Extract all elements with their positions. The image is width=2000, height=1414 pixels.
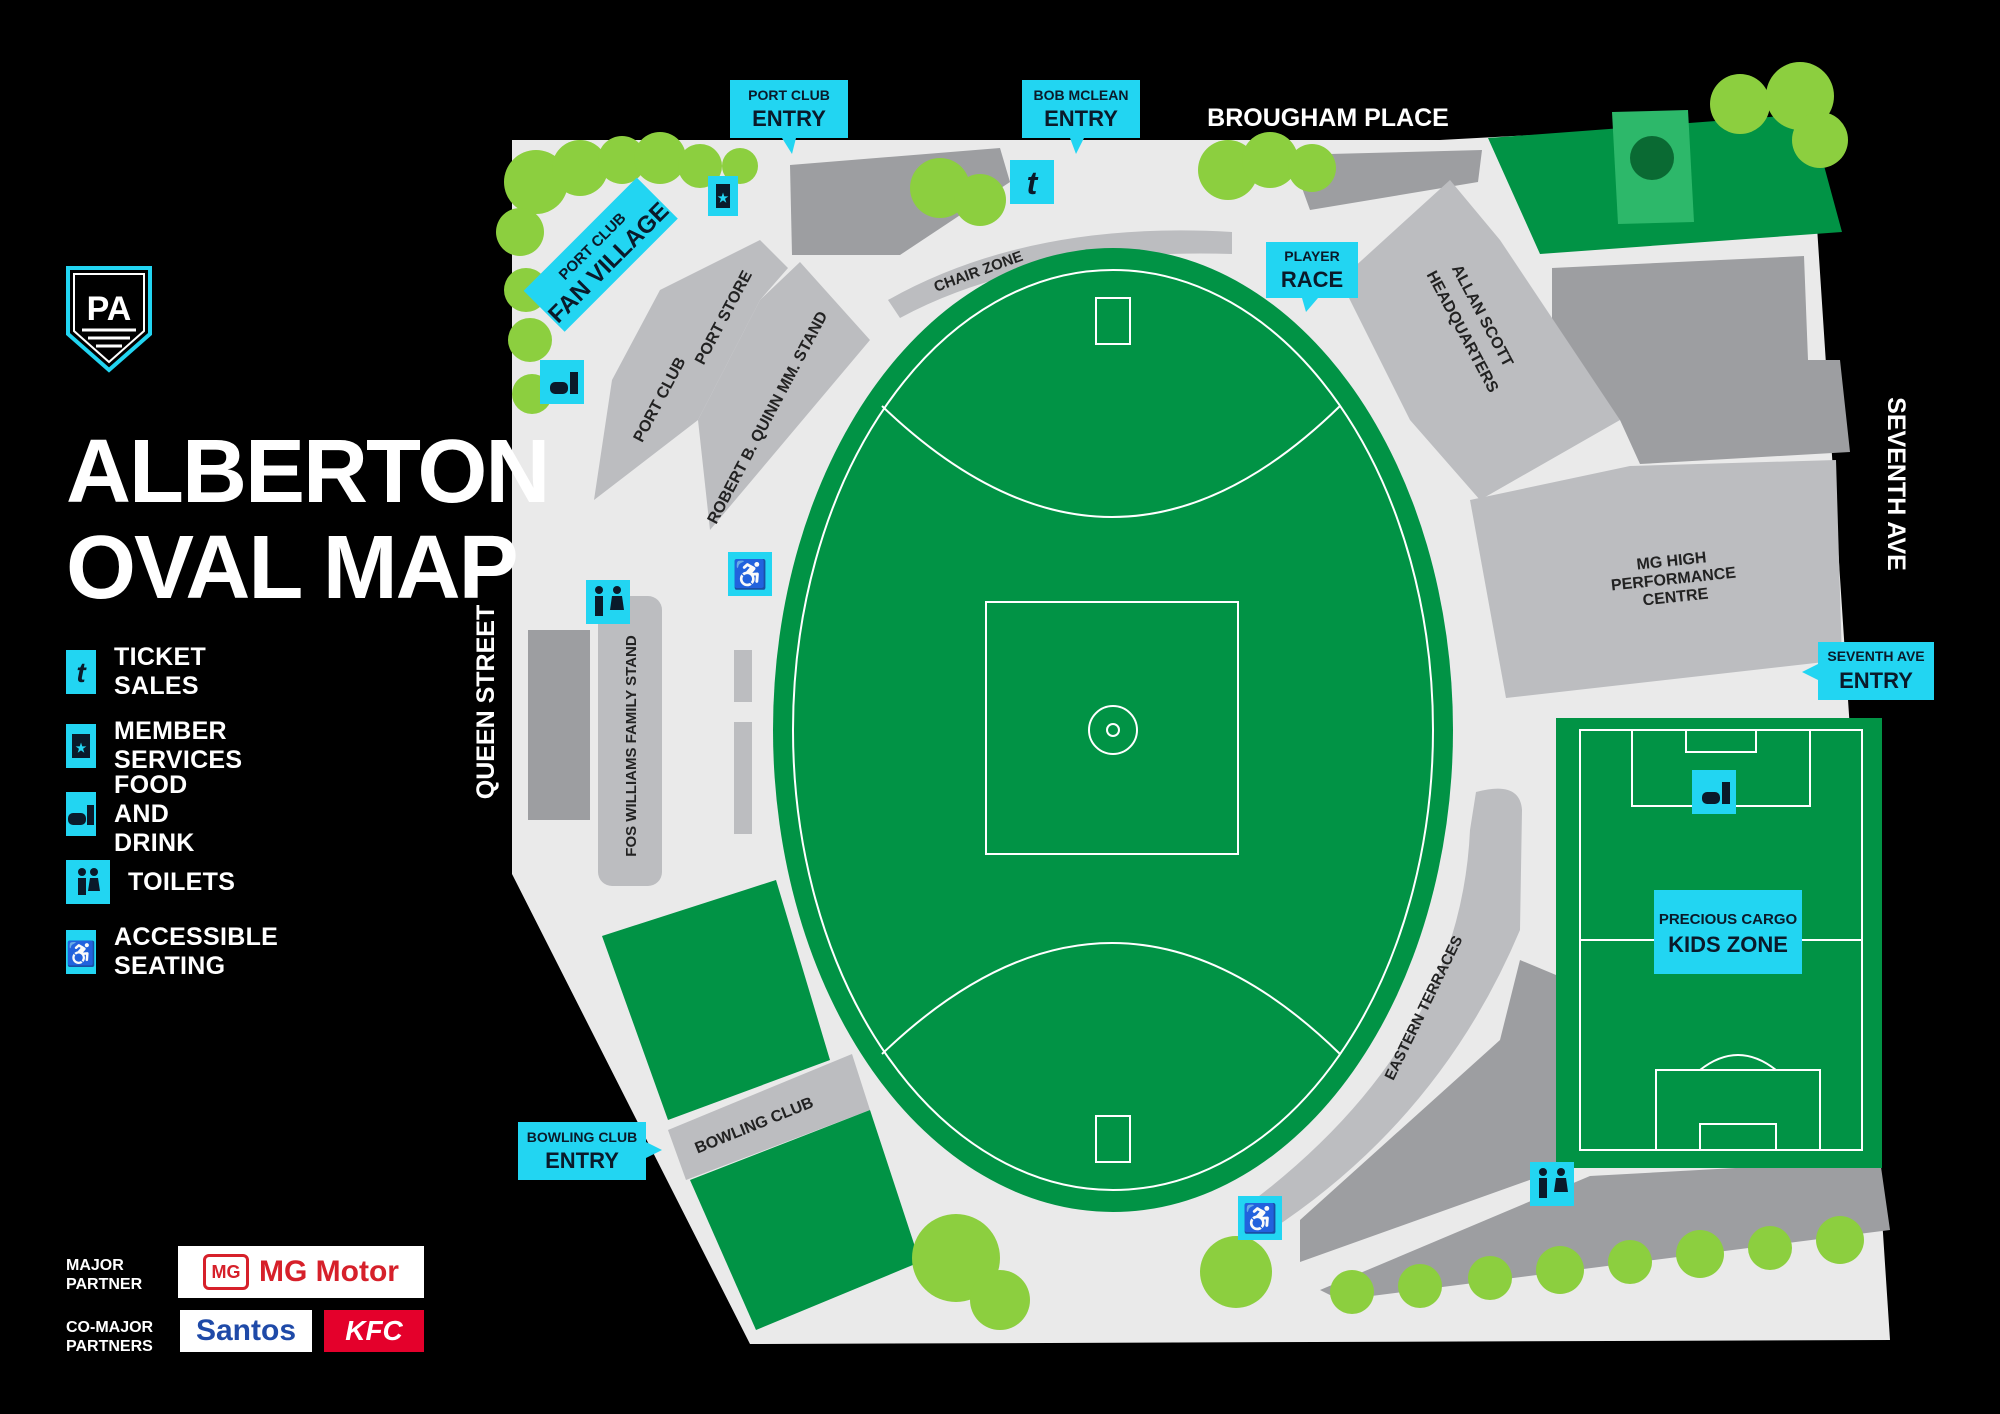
player-race-callout[interactable]: PLAYER RACE [1266,242,1358,312]
svg-text:PLAYER: PLAYER [1284,248,1340,264]
park-tree-top [1630,136,1674,180]
brougham-place-label: BROUGHAM PLACE [1207,104,1449,132]
page-title: ALBERTON OVAL MAP [66,422,550,618]
club-logo: PA [66,266,152,373]
accessible-seating-icon[interactable]: ♿ [1238,1196,1282,1240]
tree-cluster-south [912,1214,1272,1330]
club-logo-monogram: PA [87,290,132,328]
accessible-seating-icon: ♿ [66,930,96,974]
toilets-icon [66,860,110,904]
co-major-partners-label: CO-MAJOR PARTNERS [66,1319,154,1355]
oval-markings [881,297,1341,1163]
tree-cluster-south-east [1330,1216,1864,1314]
oval-boundary [792,269,1434,1191]
title-line-2: OVAL MAP [66,518,519,618]
port-club-entry-callout[interactable]: PORT CLUB ENTRY [730,80,848,154]
svg-text:ENTRY: ENTRY [752,106,826,131]
major-partner-label: MAJOR PARTNER [66,1257,143,1293]
mg-centre-building [1470,460,1842,698]
legend-label: MEMBER SERVICES [114,717,243,774]
south-east-building-2 [1320,1160,1890,1300]
bob-mclean-entry-callout[interactable]: BOB MCLEAN ENTRY [1022,80,1140,154]
oval-outer [773,248,1453,1212]
toilets-icon[interactable] [1530,1162,1574,1206]
allan-scott-building [1340,180,1620,500]
mg-motor-text: MG Motor [259,1255,399,1288]
bowling-club-entry-callout[interactable]: BOWLING CLUB ENTRY [518,1122,662,1180]
kfc-logo[interactable]: KFC [324,1310,424,1352]
svg-text:★: ★ [76,741,87,755]
svg-text:SEVENTH AVE: SEVENTH AVE [1827,648,1924,664]
queen-street-label: QUEEN STREET [472,605,500,799]
legend-item-accessible-seating: ♿ ACCESSIBLE SEATING [66,923,292,980]
svg-text:PORT CLUB: PORT CLUB [748,87,830,103]
seventh-ave-label: SEVENTH AVE [1882,397,1910,571]
eastern-terraces [1238,788,1522,1232]
svg-text:ENTRY: ENTRY [1044,106,1118,131]
svg-text:ENTRY: ENTRY [545,1148,619,1173]
seventh-ave-entry-callout[interactable]: SEVENTH AVE ENTRY [1802,642,1934,700]
south-east-building-1 [1300,960,1580,1262]
svg-text:♿: ♿ [733,558,768,591]
quinn-stand-building [698,262,870,530]
fos-williams-label: FOS WILLIAMS FAMILY STAND [623,635,640,857]
svg-text:PRECIOUS CARGO: PRECIOUS CARGO [1659,911,1798,928]
svg-text:RACE: RACE [1281,267,1343,292]
ticket-icon[interactable]: t [1010,160,1054,204]
svg-text:BOB MCLEAN: BOB MCLEAN [1034,87,1129,103]
mg-badge: MG [203,1254,250,1290]
legend-item-toilets: TOILETS [66,858,235,906]
svg-text:♿: ♿ [1243,1202,1278,1235]
accessible-seating-icon[interactable]: ♿ [728,552,772,596]
member-services-icon[interactable]: ★ [708,176,738,216]
legend-item-food-and-drink: FOOD AND DRINK [66,771,209,857]
svg-text:★: ★ [718,191,729,205]
bowling-club-building [668,1054,870,1180]
small-block-1 [734,650,752,702]
legend-item-member-services: ★ MEMBER SERVICES [66,717,256,774]
small-block-2 [734,722,752,834]
legend-item-ticket-sales: t TICKET SALES [66,643,220,700]
toilets-icon[interactable] [586,580,630,624]
food-drink-icon[interactable] [540,360,584,404]
food-drink-icon [66,792,96,836]
svg-text:BOWLING CLUB: BOWLING CLUB [527,1129,637,1145]
fos-williams-stand [598,596,662,886]
svg-text:KIDS ZONE: KIDS ZONE [1668,932,1788,957]
mg-centre-label-3: CENTRE [1642,586,1710,610]
santos-logo[interactable]: Santos [180,1310,312,1352]
ticket-icon: t [66,650,96,694]
kids-zone-callout[interactable]: PRECIOUS CARGO KIDS ZONE [1654,890,1802,974]
member-services-icon: ★ [66,724,96,768]
title-line-1: ALBERTON [66,422,550,522]
port-club-building [594,240,788,500]
tree-cluster-north [1198,132,1336,200]
legend-label: TOILETS [128,867,236,896]
queen-street-building [528,630,590,820]
legend-label: FOOD AND DRINK [114,770,195,857]
tree-cluster-north-east [1710,62,1848,168]
svg-text:t: t [76,657,87,687]
svg-text:♿: ♿ [66,940,96,967]
svg-text:t: t [1027,165,1039,201]
svg-text:ENTRY: ENTRY [1839,668,1913,693]
legend-label: ACCESSIBLE SEATING [114,923,279,980]
bowling-green-south [690,1110,920,1330]
north-east-building [1290,150,1482,210]
mg-motor-logo[interactable]: MG MG Motor [178,1246,424,1298]
food-drink-icon[interactable] [1692,770,1736,814]
tree-cluster-north-west [496,132,1006,414]
seventh-ave-building [1552,256,1850,464]
bowling-green-north [602,880,830,1120]
legend-label: TICKET SALES [114,643,207,700]
